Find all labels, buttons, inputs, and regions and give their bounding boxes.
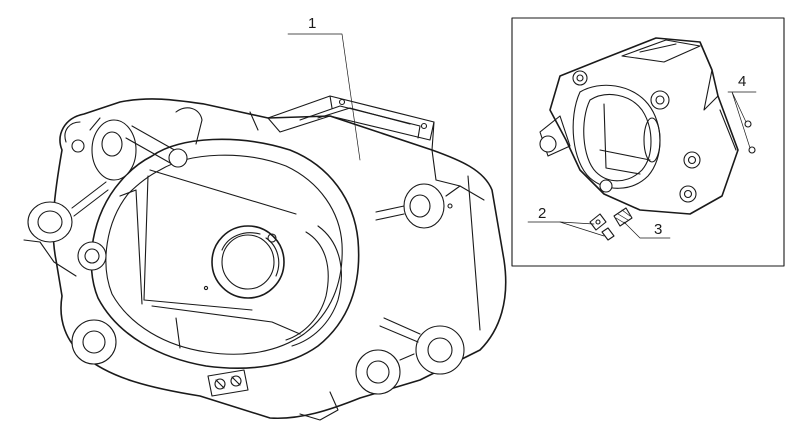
part-4-screws — [744, 120, 756, 154]
right-lower-lugs — [355, 317, 465, 395]
leader-lines — [527, 91, 757, 239]
top-mounting-flange — [267, 95, 435, 151]
center-bearing-boss — [203, 225, 285, 299]
curved-rib-slot — [285, 225, 342, 347]
upper-left-stud-boss — [64, 107, 203, 181]
right-upper-lug — [375, 183, 461, 229]
part-3-bracket — [613, 207, 633, 227]
left-mounting-lug — [23, 181, 109, 277]
callout-1: 1 — [308, 15, 316, 32]
part-2-clip — [589, 213, 615, 241]
inset-housing — [539, 37, 739, 215]
inner-bore-rim — [90, 138, 360, 369]
callout-2: 2 — [538, 205, 546, 222]
bottom-terminal-block — [207, 369, 339, 421]
crankcase-main-view — [23, 95, 507, 421]
bottom-left-lug — [71, 319, 117, 365]
callout-1-leader — [287, 33, 361, 161]
inset-border — [511, 17, 785, 267]
detail-inset — [511, 17, 785, 267]
callout-3: 3 — [654, 221, 662, 238]
callout-4: 4 — [738, 73, 746, 90]
